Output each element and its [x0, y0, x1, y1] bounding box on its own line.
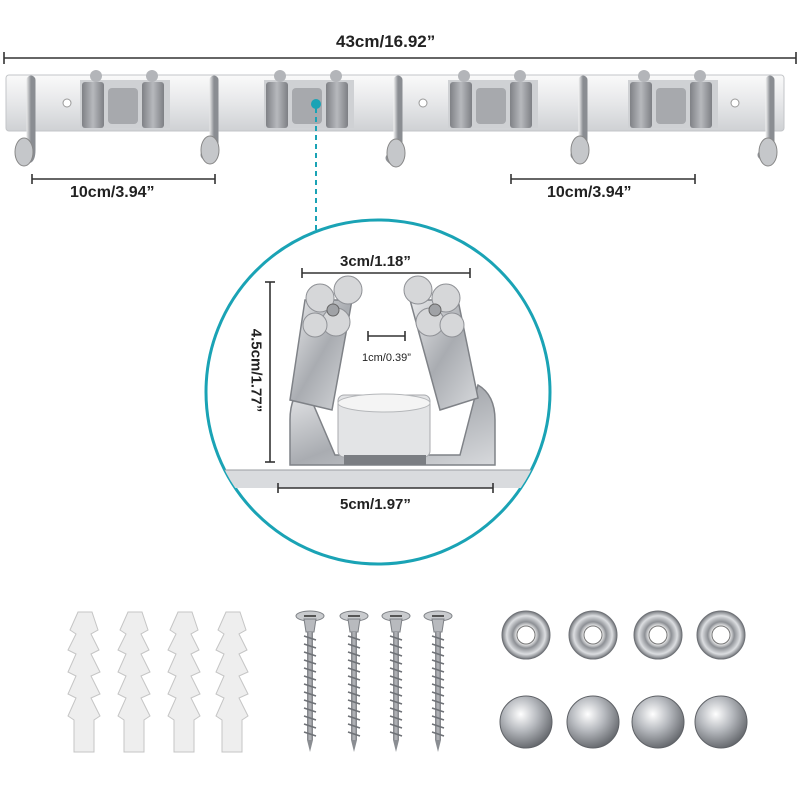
washer [633, 610, 683, 660]
screw [381, 610, 411, 752]
spacing-dimension-left [31, 174, 216, 184]
base-width-label: 5cm/1.97” [340, 496, 411, 513]
washer [568, 610, 618, 660]
rail-clip [628, 70, 718, 128]
clip-height-label: 4.5cm/1.77” [247, 328, 265, 413]
screws [295, 610, 453, 752]
cap [499, 695, 553, 749]
rail-clip [448, 70, 538, 128]
rail-clip [264, 70, 354, 128]
rail-clips [80, 70, 718, 128]
caps [499, 695, 748, 749]
left-spacing-label: 10cm/3.94” [70, 184, 155, 201]
screw [295, 610, 325, 752]
total-length-label: 43cm/16.92” [330, 32, 442, 52]
cap [694, 695, 748, 749]
wall-anchor [117, 611, 151, 753]
spacing-dimension-right [510, 174, 696, 184]
washer [501, 610, 551, 660]
washers [501, 610, 746, 660]
wall-anchor [215, 611, 249, 753]
screw [423, 610, 453, 752]
total-length-dimension [3, 52, 797, 64]
cap [631, 695, 685, 749]
right-spacing-label: 10cm/3.94” [547, 184, 632, 201]
clip-detail-magnifier [204, 218, 552, 566]
clip-gap-label: 1cm/0.39” [362, 352, 411, 364]
hook-tips [14, 135, 778, 168]
clip-width-label: 3cm/1.18” [340, 253, 411, 270]
washer [696, 610, 746, 660]
rail-clip [80, 70, 170, 128]
cap [566, 695, 620, 749]
wall-anchors [67, 611, 249, 753]
callout-leader [311, 99, 321, 248]
screw [339, 610, 369, 752]
wall-anchor [67, 611, 101, 753]
wall-anchor [167, 611, 201, 753]
